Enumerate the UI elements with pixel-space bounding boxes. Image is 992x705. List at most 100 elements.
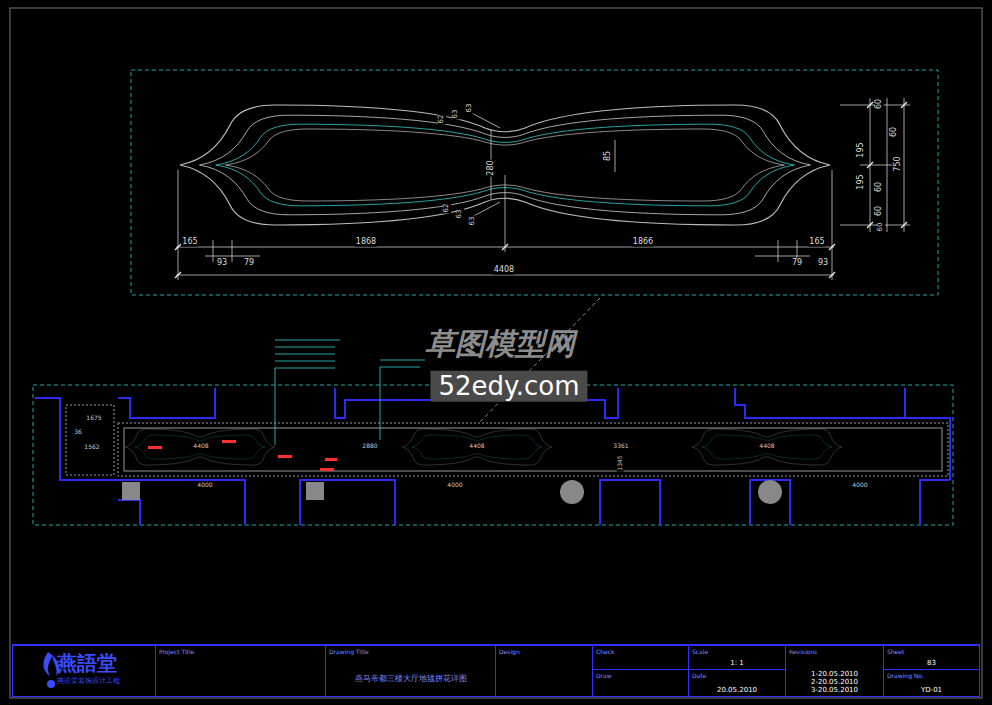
plan-walls bbox=[35, 388, 950, 525]
logo-text-group: 燕語堂燕语堂装饰设计工程 bbox=[57, 650, 153, 686]
dimension-line bbox=[755, 256, 810, 257]
extension-line bbox=[832, 170, 833, 280]
field-values: YD-01 bbox=[886, 686, 977, 694]
plan-motifs bbox=[125, 429, 842, 465]
field-label: Revisions bbox=[789, 648, 817, 655]
dimension-text: 4408 bbox=[192, 443, 209, 450]
field-value: 2-20.05.2010 bbox=[788, 678, 881, 686]
dimension-text: 750 bbox=[894, 155, 903, 172]
extension-line bbox=[860, 165, 892, 166]
dimension-line bbox=[176, 275, 834, 276]
title-block-cell: Date 20.05.2010 bbox=[688, 669, 786, 697]
dimension-text: 4408 bbox=[493, 266, 515, 275]
dimension-text: 1345 bbox=[617, 454, 624, 471]
dimension-line bbox=[615, 140, 616, 172]
drawing-title: 燕马帝都三楼大厅地毯拼花详图 bbox=[328, 674, 493, 684]
corridor-border bbox=[66, 405, 948, 476]
logo-icon bbox=[44, 652, 60, 688]
dimension-text: 63 bbox=[452, 109, 460, 120]
field-values: 1: 1 bbox=[691, 659, 783, 667]
dimension-text: 1868 bbox=[355, 238, 377, 247]
dimension-text: 3361 bbox=[612, 443, 629, 450]
field-label: Project Title bbox=[159, 648, 194, 655]
dimension-text: 4000 bbox=[851, 482, 868, 489]
dimension-text: 60 bbox=[875, 181, 884, 193]
dimension-text: 1866 bbox=[632, 238, 654, 247]
dimension-text: 63 bbox=[456, 209, 464, 220]
dimension-text: 195 bbox=[857, 141, 866, 158]
dimension-text: 63 bbox=[469, 216, 477, 227]
extension-line bbox=[840, 225, 910, 226]
field-label: Check bbox=[596, 648, 614, 655]
dimension-text: 60 bbox=[890, 126, 899, 138]
field-label: Drawing Title bbox=[329, 648, 369, 655]
dimension-text: 93 bbox=[817, 259, 829, 268]
dimension-text: 165 bbox=[808, 238, 825, 247]
watermark-url: 52edy.com bbox=[430, 371, 587, 402]
title-block-cell: Design bbox=[495, 645, 593, 697]
leader-line bbox=[470, 112, 500, 128]
logo-cell: 燕語堂燕语堂装饰设计工程 bbox=[12, 645, 156, 697]
dimension-text: 62 bbox=[443, 203, 451, 214]
dimension-text: 63 bbox=[466, 103, 474, 114]
dimension-text: 85 bbox=[604, 150, 613, 162]
dimension-text: 60 bbox=[875, 205, 884, 217]
extension-line bbox=[778, 240, 779, 262]
reference-leader bbox=[480, 298, 600, 422]
extension-line bbox=[213, 240, 214, 262]
field-value: 3-20.05.2010 bbox=[788, 686, 881, 694]
field-label: Draw bbox=[596, 672, 612, 679]
dimension-text: 4000 bbox=[196, 482, 213, 489]
dimension-text: 4000 bbox=[446, 482, 463, 489]
title-block-cell: Project Title bbox=[155, 645, 326, 697]
detail-frame bbox=[131, 70, 938, 295]
field-values: 1-20.05.20102-20.05.20103-20.05.2010 bbox=[788, 670, 881, 694]
red-markers bbox=[148, 440, 337, 471]
title-block-cell: Revisions 1-20.05.20102-20.05.20103-20.05… bbox=[785, 645, 884, 697]
dimension-text: 280 bbox=[487, 159, 496, 176]
title-block-cell: Drawing Title 燕马帝都三楼大厅地毯拼花详图 bbox=[325, 645, 496, 697]
dimension-line bbox=[904, 98, 905, 232]
field-label: Drawing No. bbox=[887, 672, 924, 679]
dimension-ticks bbox=[175, 102, 907, 278]
field-values: 83 bbox=[886, 659, 977, 667]
field-value: 20.05.2010 bbox=[691, 686, 783, 694]
dimension-text: 79 bbox=[243, 259, 255, 268]
dimension-text: 4408 bbox=[758, 443, 775, 450]
watermark: 草图模型网 bbox=[424, 327, 576, 360]
dimension-text: 1675 bbox=[85, 415, 102, 422]
title-block-cell: Drawing No. YD-01 bbox=[883, 669, 980, 697]
dimension-text: 79 bbox=[791, 259, 803, 268]
field-label: Design bbox=[499, 648, 520, 655]
dimension-text: 36 bbox=[73, 429, 83, 436]
dimension-text: 93 bbox=[216, 259, 228, 268]
dimension-text: 195 bbox=[857, 173, 866, 190]
callout-leaders bbox=[275, 340, 425, 445]
title-block-cell: Sheet 83 bbox=[883, 645, 980, 670]
dimension-text: 60 bbox=[875, 98, 884, 110]
columns bbox=[122, 480, 782, 504]
dimension-text: 2880 bbox=[361, 443, 378, 450]
field-value: 1-20.05.2010 bbox=[788, 670, 881, 678]
extension-line bbox=[505, 175, 506, 252]
extension-line bbox=[232, 240, 233, 262]
field-values: 20.05.2010 bbox=[691, 686, 783, 694]
field-values: 燕马帝都三楼大厅地毯拼花详图 bbox=[328, 674, 493, 684]
company-logo-text: 燕語堂 bbox=[57, 650, 153, 676]
dimension-text: 62 bbox=[438, 114, 446, 125]
dimension-lines bbox=[176, 98, 910, 280]
title-block-cell: Scale1: 1 bbox=[688, 645, 786, 670]
field-value: 1: 1 bbox=[691, 659, 783, 667]
field-value: YD-01 bbox=[886, 686, 977, 694]
dimension-text: 1562 bbox=[83, 444, 100, 451]
plan-frame bbox=[33, 385, 953, 525]
field-label: Sheet bbox=[887, 648, 904, 655]
field-label: Date bbox=[692, 672, 706, 679]
dimension-text: 60 bbox=[877, 222, 885, 233]
extension-line bbox=[178, 170, 179, 280]
company-name: 燕语堂装饰设计工程 bbox=[57, 676, 153, 686]
sheet-border bbox=[10, 8, 982, 698]
title-block-cell: Draw bbox=[592, 669, 689, 697]
title-block-cell: Check bbox=[592, 645, 689, 670]
